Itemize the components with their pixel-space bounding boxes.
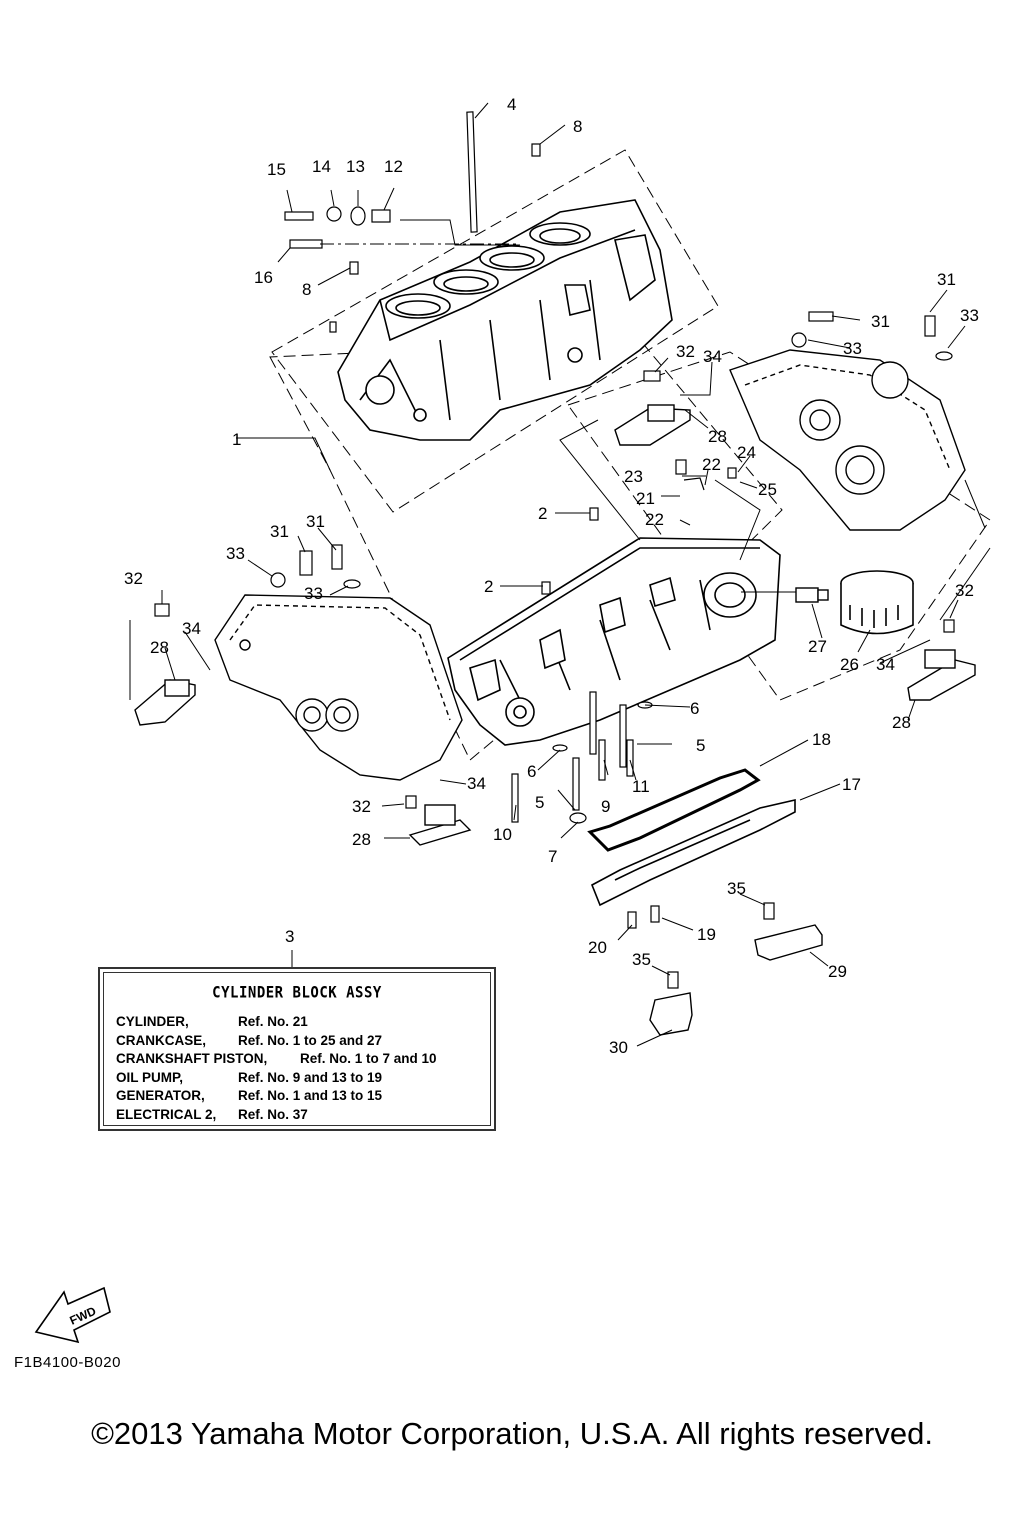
callout-26: 26 [840, 655, 859, 674]
fasteners [154, 111, 955, 989]
callout-34: 34 [703, 347, 722, 366]
callout-33: 33 [960, 306, 979, 325]
callout-6: 6 [690, 699, 699, 718]
drawing-code: F1B4100-B020 [14, 1354, 121, 1371]
callout-34: 34 [467, 774, 486, 793]
brackets [649, 924, 823, 1036]
oil-filter [840, 570, 914, 635]
callout-13: 13 [346, 157, 365, 176]
fwd-arrow-icon: FWD [34, 1286, 111, 1344]
legend-value: Ref. No. 21 [238, 1014, 308, 1029]
callout-28: 28 [150, 638, 169, 657]
callout-8: 8 [573, 117, 582, 136]
callout-33: 33 [843, 339, 862, 358]
callout-24: 24 [737, 443, 756, 462]
legend-title: CYLINDER BLOCK ASSY [212, 983, 382, 1003]
oil-pan-assembly [587, 768, 796, 907]
callout-5: 5 [696, 736, 705, 755]
legend-row: ELECTRICAL 2, Ref. No. 37 [116, 1106, 437, 1125]
legend-value: Ref. No. 1 to 25 and 27 [238, 1032, 383, 1048]
callout-6: 6 [527, 762, 536, 781]
callout-10: 10 [493, 825, 512, 844]
callout-8: 8 [302, 280, 311, 299]
callout-17: 17 [842, 775, 861, 794]
generator-cover-left [214, 594, 463, 781]
legend-key: OIL PUMP, [116, 1069, 184, 1085]
callout-7: 7 [548, 847, 557, 866]
callout-1: 1 [232, 430, 241, 449]
callout-11: 11 [632, 777, 650, 796]
callout-33: 33 [226, 544, 245, 563]
callout-31: 31 [306, 512, 325, 531]
callout-16: 16 [254, 268, 273, 287]
callout-2: 2 [484, 577, 493, 596]
copyright-notice: ©2013 Yamaha Motor Corporation, U.S.A. A… [91, 1416, 933, 1451]
callout-5: 5 [535, 793, 544, 812]
callout-32: 32 [352, 797, 371, 816]
callout-32: 32 [124, 569, 143, 588]
callout-31: 31 [871, 312, 890, 331]
callout-34: 34 [876, 655, 895, 674]
oil-pressure-sender [795, 587, 829, 603]
legend-row: CYLINDER, Ref. No. 21 [116, 1013, 437, 1032]
callout-14: 14 [312, 157, 331, 176]
legend-key: CRANKCASE, [116, 1032, 207, 1048]
callout-2: 2 [538, 504, 547, 523]
legend-row: CRANKSHAFT PISTON, Ref. No. 1 to 7 and 10 [116, 1050, 437, 1069]
callout-30: 30 [609, 1038, 628, 1057]
legend-value: Ref. No. 37 [238, 1106, 308, 1122]
leader-lines [129, 102, 991, 1047]
legend-value: Ref. No. 1 to 7 and 10 [300, 1051, 437, 1067]
crankcase-lower [447, 537, 781, 746]
cylinder-block-assy-legend: CYLINDER BLOCK ASSY CYLINDER, Ref. No. 21… [98, 967, 496, 1131]
legend-key: GENERATOR, [116, 1088, 205, 1104]
legend-rows: CYLINDER, Ref. No. 21 CRANKCASE, Ref. No. … [116, 1013, 437, 1125]
callout-34: 34 [182, 619, 201, 638]
callout-12: 12 [384, 157, 403, 176]
callout-32: 32 [955, 581, 974, 600]
legend-key: CRANKSHAFT PISTON, [116, 1051, 268, 1067]
legend-row: OIL PUMP, Ref. No. 9 and 13 to 19 [116, 1069, 437, 1088]
generator-cover-right [729, 349, 966, 531]
callout-35: 35 [632, 950, 651, 969]
callout-35: 35 [727, 879, 746, 898]
callout-33: 33 [304, 584, 323, 603]
callout-numbers: 1 2 2 4 5 5 6 6 7 8 8 9 10 11 12 13 14 1… [124, 95, 979, 1057]
callout-21: 21 [636, 489, 655, 508]
callout-23: 23 [624, 467, 643, 486]
legend-key: CYLINDER, [116, 1014, 189, 1029]
callout-18: 18 [812, 730, 831, 749]
callout-9: 9 [601, 797, 610, 816]
callout-31: 31 [270, 522, 289, 541]
legend-value: Ref. No. 1 and 13 to 15 [238, 1088, 383, 1104]
legend-value: Ref. No. 9 and 13 to 19 [238, 1069, 383, 1085]
callout-32: 32 [676, 342, 695, 361]
callout-25: 25 [758, 480, 777, 499]
cylinder-block [337, 199, 673, 441]
legend-row: GENERATOR, Ref. No. 1 and 13 to 15 [116, 1087, 437, 1106]
legend-row: CRANKCASE, Ref. No. 1 to 25 and 27 [116, 1032, 437, 1051]
callout-22: 22 [645, 510, 664, 529]
callout-19: 19 [697, 925, 716, 944]
callout-28: 28 [892, 713, 911, 732]
callout-15: 15 [267, 160, 286, 179]
engine-mounts [134, 404, 976, 846]
callout-31: 31 [937, 270, 956, 289]
callout-20: 20 [588, 938, 607, 957]
callout-22: 22 [702, 455, 721, 474]
legend-key: ELECTRICAL 2, [116, 1106, 217, 1122]
callout-4: 4 [507, 95, 516, 114]
callout-3: 3 [285, 927, 294, 946]
callout-29: 29 [828, 962, 847, 981]
callout-27: 27 [808, 637, 827, 656]
callout-28: 28 [352, 830, 371, 849]
callout-28: 28 [708, 427, 727, 446]
